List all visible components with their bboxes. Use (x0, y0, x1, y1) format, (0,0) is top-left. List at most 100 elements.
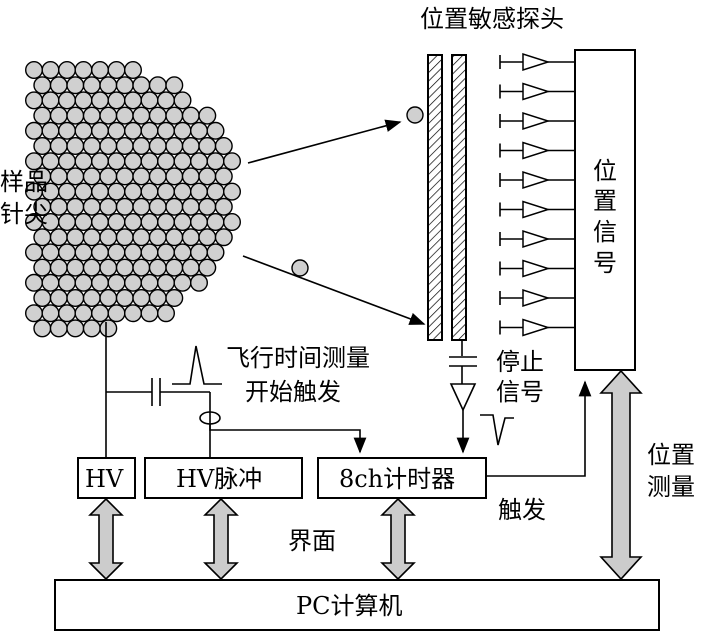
atom (156, 304, 175, 323)
atom (25, 304, 44, 323)
atom (115, 106, 134, 125)
atom (123, 273, 142, 292)
atom (41, 61, 60, 80)
position-signal-label-4: 号 (593, 249, 617, 277)
amplifier-icon (522, 52, 551, 72)
atom (33, 319, 52, 338)
atom (90, 273, 109, 292)
atom (123, 304, 142, 323)
atom (90, 152, 109, 171)
atom (206, 182, 225, 201)
atom (198, 136, 217, 155)
atom (206, 121, 225, 140)
atom (148, 167, 167, 186)
atom (58, 243, 77, 262)
atom (66, 289, 85, 308)
atom (132, 136, 151, 155)
amplifier-icon (522, 141, 551, 160)
atom (25, 121, 44, 140)
atom (74, 304, 93, 323)
atom (156, 152, 175, 171)
atom (115, 136, 134, 155)
atom (132, 106, 151, 125)
atom (49, 228, 68, 247)
timer-box (317, 457, 487, 499)
atom (58, 304, 77, 323)
atom (181, 167, 200, 186)
atom (107, 212, 126, 231)
atom (140, 121, 159, 140)
atom (74, 243, 93, 262)
hv-pulse-label: HV脉冲 (176, 465, 262, 493)
atom (74, 212, 93, 231)
position-signal-label-1: 位 (593, 157, 617, 185)
atom (206, 243, 225, 262)
atom (90, 212, 109, 231)
atom (206, 152, 225, 171)
position-measure-label-1: 位置 (647, 441, 695, 469)
hv-label: HV (85, 465, 124, 493)
atom (58, 152, 77, 171)
atom (66, 197, 85, 216)
atom (66, 106, 85, 125)
atom (189, 152, 208, 171)
atom (173, 212, 192, 231)
atom (90, 304, 109, 323)
atom (74, 182, 93, 201)
atom (173, 243, 192, 262)
atom (156, 121, 175, 140)
atom (82, 289, 101, 308)
atom (58, 121, 77, 140)
ion-trajectory-upper (247, 119, 402, 164)
atom (74, 91, 93, 110)
atom (165, 76, 184, 95)
atom (123, 61, 142, 80)
atom (140, 212, 159, 231)
atom (82, 228, 101, 247)
amplifier-icon (522, 82, 551, 101)
atom (181, 228, 200, 247)
atom (90, 243, 109, 262)
trigger-wire (487, 380, 592, 477)
atom (165, 289, 184, 308)
atom (115, 228, 134, 247)
atom (148, 197, 167, 216)
atom (107, 61, 126, 80)
atom (82, 167, 101, 186)
atom (33, 106, 52, 125)
atom (66, 76, 85, 95)
atom (156, 212, 175, 231)
atom (49, 258, 68, 277)
atom (25, 273, 44, 292)
stop-signal-label-1: 停止 (496, 348, 544, 376)
hv-pulse-icon (172, 345, 222, 385)
stop-signal-amplifier (449, 383, 477, 412)
atom (82, 258, 101, 277)
atom (107, 152, 126, 171)
atom (156, 182, 175, 201)
tof-start-label-1: 飞行时间测量 (226, 344, 370, 372)
atom (214, 136, 233, 155)
atom (107, 243, 126, 262)
atom (41, 304, 60, 323)
flying-ion-upper (406, 106, 424, 124)
atom (123, 243, 142, 262)
atom (198, 197, 217, 216)
atom (222, 212, 241, 231)
atom (198, 106, 217, 125)
atom (33, 136, 52, 155)
stop-signal-label-2: 信号 (496, 378, 544, 406)
atom (206, 212, 225, 231)
atom (132, 228, 151, 247)
atom (49, 197, 68, 216)
atom (165, 228, 184, 247)
atom (49, 319, 68, 338)
hvpulse-to-pc-arrow (203, 497, 239, 581)
atom (41, 91, 60, 110)
atom (181, 197, 200, 216)
amplifier-icon (522, 200, 551, 219)
atom (198, 167, 217, 186)
atom (82, 197, 101, 216)
atom (41, 152, 60, 171)
atom (140, 273, 159, 292)
